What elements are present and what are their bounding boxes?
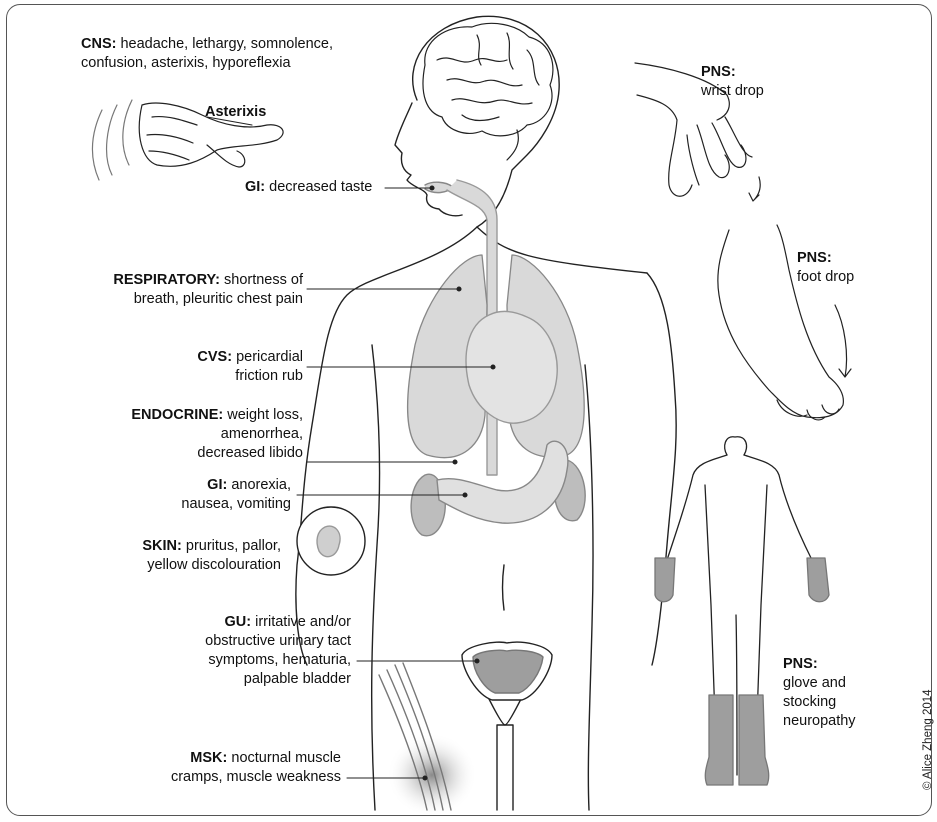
figure-frame: CNS: headache, lethargy, somnolence, con… (6, 4, 932, 816)
skin-circle (297, 507, 365, 575)
asterixis-label: Asterixis (205, 103, 266, 122)
msk-muscle (379, 663, 477, 815)
respiratory-label: RESPIRATORY: shortness of breath, pleuri… (113, 271, 303, 309)
cns-label: CNS: headache, lethargy, somnolence, con… (81, 35, 333, 73)
pns-wrist-label: PNS: wrist drop (701, 63, 764, 101)
msk-label: MSK: nocturnal muscle cramps, muscle wea… (171, 749, 341, 787)
pns-glove-label: PNS: glove and stocking neuropathy (783, 655, 856, 731)
pns-foot-label: PNS: foot drop (797, 249, 854, 287)
gi-stomach-label: GI: anorexia, nausea, vomiting (181, 476, 291, 514)
gi-taste-label: GI: decreased taste (245, 178, 372, 197)
endocrine-label: ENDOCRINE: weight loss, amenorrhea, decr… (131, 406, 303, 463)
brain (423, 23, 553, 160)
gu-label: GU: irritative and/or obstructive urinar… (205, 613, 351, 689)
cvs-label: CVS: pericardial friction rub (197, 348, 303, 386)
glove-stocking-body (655, 437, 829, 785)
head-profile (395, 16, 647, 273)
skin-label: SKIN: pruritus, pallor, yellow discolour… (142, 537, 281, 575)
copyright-notice: © Alice Zheng 2014 (922, 689, 934, 790)
